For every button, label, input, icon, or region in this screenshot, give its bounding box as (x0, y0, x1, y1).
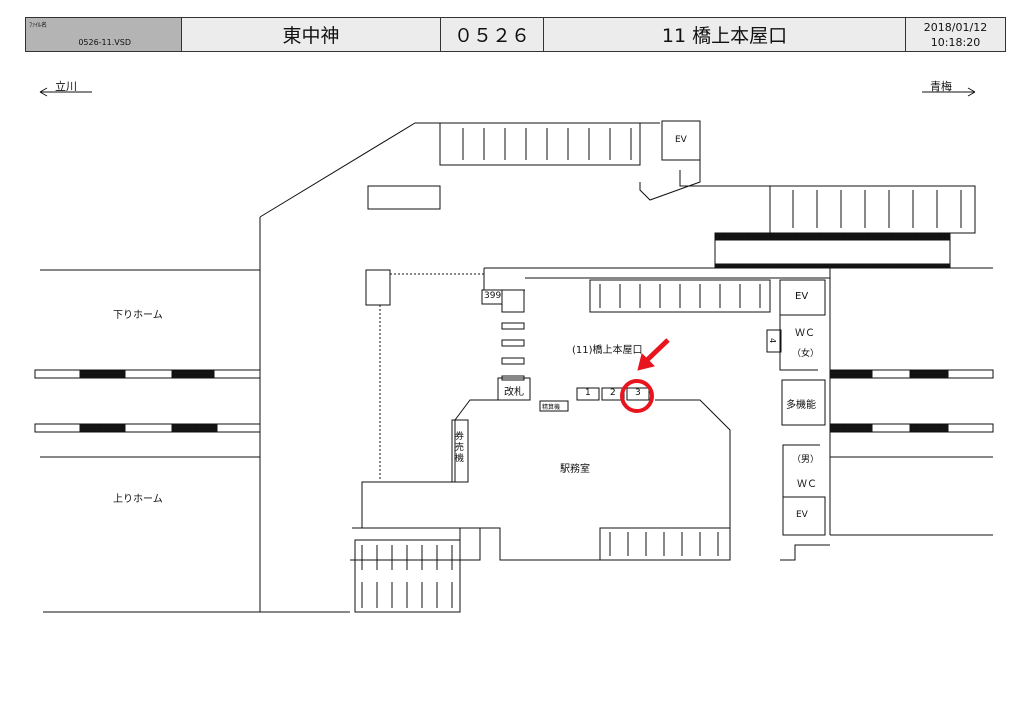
title-bar: ﾌｧｲﾙ名 0526-11.VSD 東中神 ０５２６ 11 橋上本屋口 2018/… (25, 17, 1006, 52)
gate-1: 1 (585, 388, 591, 398)
direction-arrows (39, 87, 976, 97)
date: 2018/01/12 (923, 20, 988, 34)
escalators (354, 122, 976, 613)
women-label: （女） (792, 349, 820, 359)
men-label: （男） (792, 455, 820, 465)
file-label: ﾌｧｲﾙ名 (29, 22, 48, 29)
ev-right-bottom-label: EV (796, 510, 808, 520)
multipurpose-label: 多機能 (786, 400, 816, 411)
time: 10:18:20 (930, 35, 981, 49)
number-4: 4 (768, 337, 778, 344)
station-code: ０５２６ (441, 18, 544, 51)
ticket-machine-label: 券売機 (455, 432, 465, 464)
tracks-right (829, 267, 994, 536)
file-name: 0526-11.VSD (78, 38, 131, 47)
ev-right-top-label: EV (795, 291, 809, 302)
building-outline (259, 120, 976, 612)
station-office-label: 駅務室 (560, 464, 590, 475)
exit-title: 11 橋上本屋口 (544, 18, 906, 51)
file-name-cell: ﾌｧｲﾙ名 0526-11.VSD (26, 18, 182, 51)
gate-label: 改札 (504, 387, 524, 398)
up-platform-label: 上りホーム (113, 494, 163, 505)
rooms (451, 279, 826, 536)
direction-left-label: 立川 (55, 80, 77, 93)
number-399: 399 (484, 291, 502, 301)
gate-3: 3 (635, 388, 641, 398)
red-highlight (620, 338, 670, 413)
gate-2: 2 (610, 388, 616, 398)
wc-men-label: ＷＣ (797, 479, 817, 490)
down-platform-label: 下りホーム (113, 310, 163, 321)
wc-women-label: ＷＣ (795, 328, 815, 339)
exit-name-label: (11)橋上本屋口 (572, 345, 643, 356)
tracks-left (34, 269, 350, 613)
direction-right-label: 青梅 (930, 80, 952, 93)
ev-top-label: EV (675, 135, 687, 145)
station-name: 東中神 (182, 18, 441, 51)
fare-adjust-label: 精算機 (542, 404, 561, 411)
